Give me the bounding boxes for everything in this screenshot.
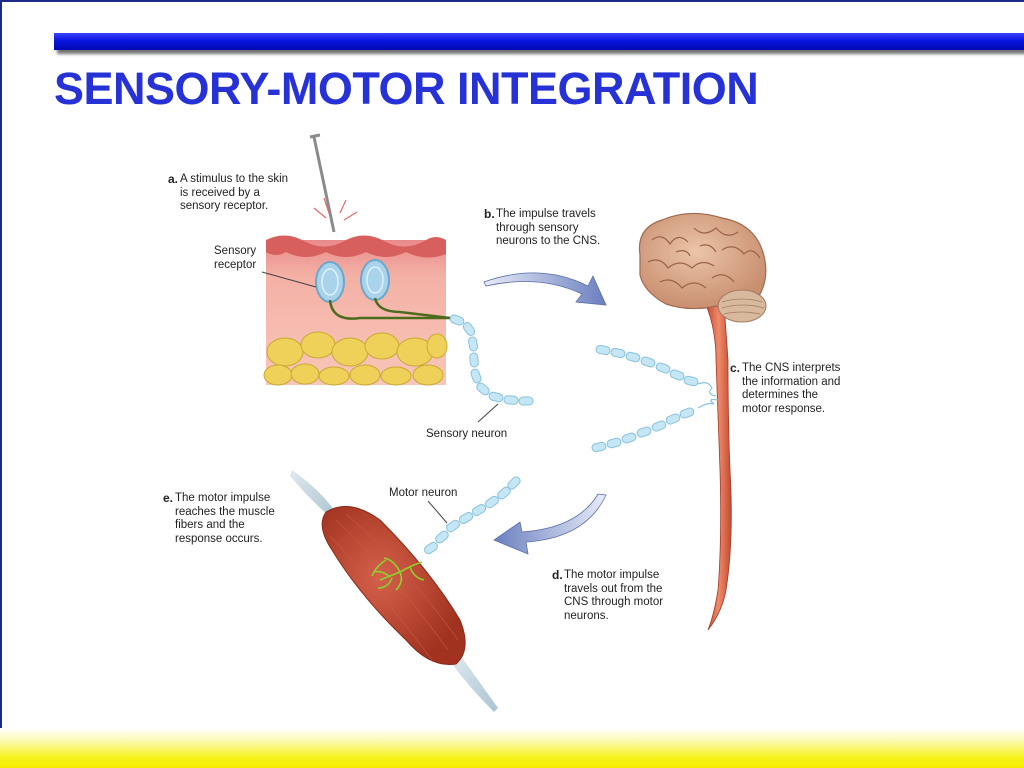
caption-c: c. The CNS interprets the information an…	[730, 361, 890, 432]
skin-cross-section	[263, 235, 448, 386]
caption-d: d. The motor impulse travels out from th…	[552, 568, 712, 639]
footer-band	[0, 728, 1024, 768]
needle-stimulus	[309, 133, 358, 233]
title-bar	[54, 33, 1024, 50]
sensory-receptor-label: Sensory receptor	[214, 245, 257, 271]
caption-b-letter: b.	[484, 207, 495, 221]
caption-c-text: The CNS interprets the information and d…	[742, 362, 841, 415]
caption-a-letter: a.	[168, 172, 179, 186]
motor-neuron-label: Motor neuron	[389, 487, 458, 499]
sensory-neuron-leader	[477, 403, 499, 423]
caption-d-letter: d.	[552, 568, 563, 582]
sensory-receptor-leader	[261, 271, 317, 288]
caption-a-text: A stimulus to the skin is received by a …	[180, 173, 289, 212]
sensory-neuron-label: Sensory neuron	[426, 428, 508, 440]
slide-frame-left	[0, 0, 2, 768]
spinal-cord	[705, 304, 732, 631]
arrow-to-cns	[483, 272, 607, 306]
caption-a: a. A stimulus to the skin is received by…	[168, 172, 328, 229]
caption-c-letter: c.	[730, 361, 741, 375]
muscle	[290, 470, 498, 712]
arrow-to-muscle	[493, 493, 607, 555]
motor-neuron-leader	[427, 500, 448, 524]
sensory-receptors	[315, 259, 451, 320]
slide-frame-top	[0, 0, 1024, 2]
cord-synapse	[697, 382, 719, 409]
sensory-neuron-chain	[449, 314, 534, 406]
caption-b-text: The impulse travels through sensory neur…	[496, 208, 601, 247]
brain	[638, 212, 767, 323]
caption-e-text: The motor impulse reaches the muscle fib…	[175, 492, 275, 545]
caption-d-text: The motor impulse travels out from the C…	[564, 569, 664, 622]
motor-neuron-chain	[424, 476, 521, 555]
caption-e: e. The motor impulse reaches the muscle …	[163, 491, 323, 562]
caption-e-letter: e.	[163, 491, 174, 505]
caption-b: b. The impulse travels through sensory n…	[484, 207, 644, 264]
sensory-nerve-into-cord	[595, 344, 699, 387]
motor-nerve-from-cord	[591, 407, 695, 453]
slide-title: SENSORY-MOTOR INTEGRATION	[54, 63, 759, 114]
motor-end-plate	[371, 557, 425, 591]
